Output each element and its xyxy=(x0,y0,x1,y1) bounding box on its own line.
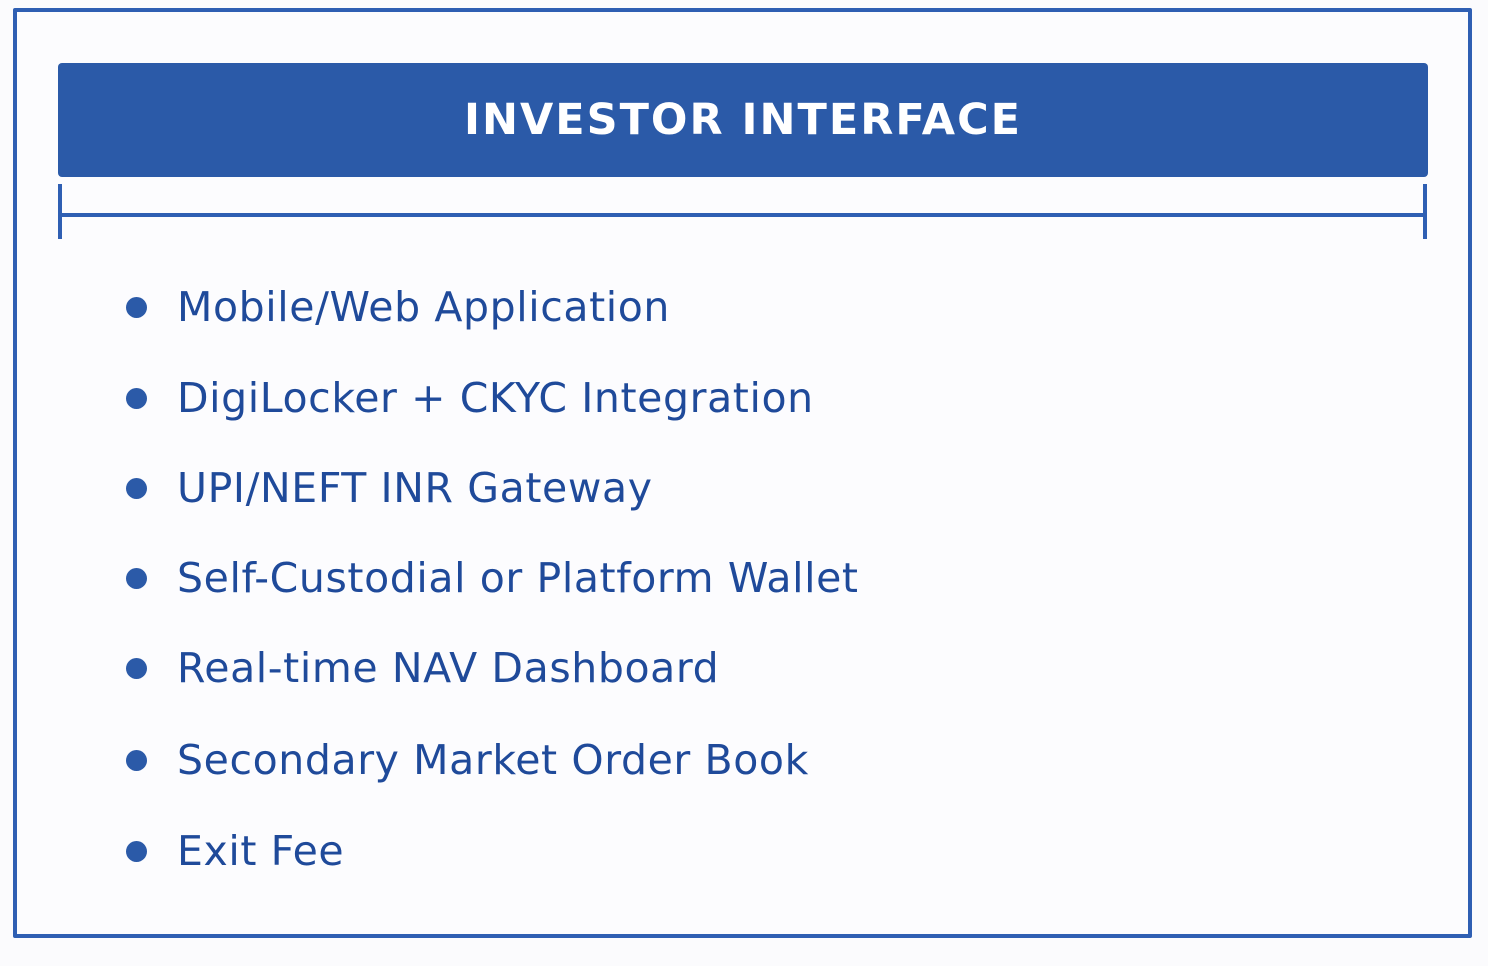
feature-label: Mobile/Web Application xyxy=(177,283,671,331)
bullet-icon xyxy=(126,387,147,409)
header-bar: INVESTOR INTERFACE xyxy=(58,63,1428,177)
list-item: Exit Fee xyxy=(126,821,344,881)
bullet-icon xyxy=(126,749,147,771)
list-item: Secondary Market Order Book xyxy=(126,730,809,790)
bullet-icon xyxy=(126,296,147,318)
bullet-icon xyxy=(126,567,147,589)
bullet-icon xyxy=(126,477,147,499)
bracket-right-tick xyxy=(1423,184,1427,239)
list-item: Self-Custodial or Platform Wallet xyxy=(126,548,859,608)
list-item: UPI/NEFT INR Gateway xyxy=(126,458,653,518)
header-title: INVESTOR INTERFACE xyxy=(463,95,1023,145)
list-item: Mobile/Web Application xyxy=(126,277,670,337)
bracket-connector-line xyxy=(60,213,1426,217)
bracket-left-tick xyxy=(58,184,62,239)
feature-label: Secondary Market Order Book xyxy=(177,736,809,784)
list-item: DigiLocker + CKYC Integration xyxy=(126,368,814,428)
bullet-icon xyxy=(126,840,147,862)
list-item: Real-time NAV Dashboard xyxy=(126,638,719,698)
bullet-icon xyxy=(126,657,147,679)
feature-label: DigiLocker + CKYC Integration xyxy=(177,374,814,422)
feature-label: Real-time NAV Dashboard xyxy=(177,644,720,692)
feature-label: Self-Custodial or Platform Wallet xyxy=(177,554,859,602)
feature-label: Exit Fee xyxy=(177,827,345,875)
feature-label: UPI/NEFT INR Gateway xyxy=(177,464,653,512)
